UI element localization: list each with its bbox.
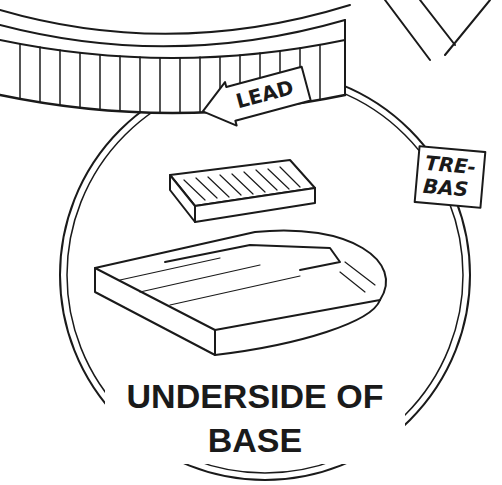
arrow-shape: [197, 62, 312, 133]
box-shape: [415, 146, 486, 208]
base-plate: [95, 230, 386, 355]
view-circle-inner: [67, 77, 463, 473]
drum-band-top: [0, 40, 345, 58]
node-text: LEAD: [234, 76, 297, 113]
view-title: UNDERSIDE OF BASE: [105, 372, 405, 464]
background-lines: [385, 0, 490, 60]
drum-rim-inner: [0, 20, 345, 46]
view-circle: [60, 70, 470, 480]
drum-side: [344, 20, 346, 95]
drum-rim: [0, 5, 350, 34]
tray-box: TRE- BAS: [414, 145, 487, 209]
node-text: TRE- BAS: [422, 152, 477, 202]
lead-block: [170, 160, 315, 222]
